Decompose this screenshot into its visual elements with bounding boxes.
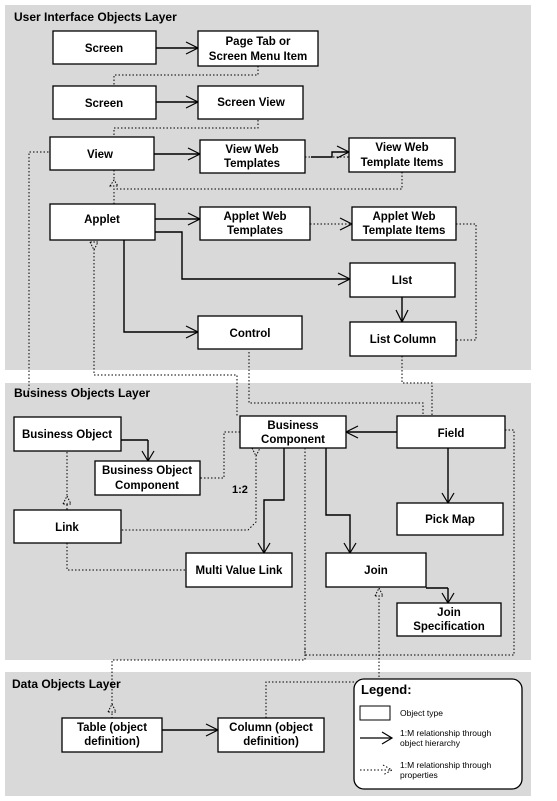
screen-view-box[interactable] [197, 85, 304, 120]
applet-box[interactable] [49, 203, 156, 241]
box-layer [13, 30, 506, 753]
business-object-component-label-2: Component [115, 480, 179, 492]
hierarchy-relationships [121, 47, 449, 731]
view-web-template-items-label-1: View Web [375, 142, 428, 154]
legend: Legend: Object type 1:M relationship thr… [353, 678, 523, 790]
applet-web-templates-label-1: Applet Web [223, 211, 286, 223]
applet-web-template-items-label-1: Applet Web [372, 211, 435, 223]
legend-properties-text-2: properties [400, 770, 438, 780]
view-web-templates-label-2: Templates [224, 158, 280, 170]
column-label-2: definition) [243, 736, 299, 748]
property-endpoints [62, 179, 384, 713]
view-box[interactable] [49, 136, 155, 171]
page-tab-label-1: Page Tab or [226, 36, 291, 48]
screen-label: Screen [85, 43, 123, 55]
pick-map-label: Pick Map [425, 514, 475, 526]
business-object-component-label-1: Business Object [102, 465, 192, 477]
applet-web-template-items-box[interactable] [351, 206, 457, 241]
business-component-label-1: Business [267, 420, 318, 432]
field-box[interactable] [396, 415, 506, 449]
business-layer-title: Business Objects Layer [14, 386, 150, 400]
pick-map-box[interactable] [396, 502, 504, 536]
list-column-label: List Column [370, 334, 436, 346]
applet-web-templates-box[interactable] [199, 206, 311, 241]
data-layer-title: Data Objects Layer [12, 677, 121, 691]
join-box[interactable] [325, 552, 427, 588]
box-labels: Screen Page Tab or Screen Menu Item Scre… [22, 36, 485, 748]
list-label: LIst [392, 275, 413, 287]
link-box[interactable] [13, 509, 122, 544]
column-box[interactable] [217, 717, 325, 753]
join-specification-box[interactable] [396, 602, 502, 637]
page-tab-box[interactable] [197, 30, 319, 67]
column-label-1: Column (object [229, 722, 313, 734]
business-object-component-box[interactable] [94, 460, 201, 496]
join-label: Join [364, 565, 388, 577]
applet-web-templates-label-2: Templates [227, 225, 283, 237]
screen-view-label: Screen View [217, 97, 285, 109]
business-component-label-2: Component [261, 434, 325, 446]
legend-object-type-text: Object type [400, 708, 443, 718]
multi-value-link-box[interactable] [185, 552, 293, 588]
control-label: Control [230, 328, 271, 340]
screen-box-2[interactable] [52, 85, 157, 120]
legend-hierarchy-text-2: object hierarchy [400, 738, 461, 748]
list-column-box[interactable] [349, 321, 457, 357]
applet-web-template-items-label-2: Template Items [363, 225, 446, 237]
legend-title: Legend: [361, 682, 412, 697]
link-label: Link [55, 522, 79, 534]
ui-layer-title: User Interface Objects Layer [14, 10, 177, 24]
view-web-templates-box[interactable] [199, 139, 306, 174]
applet-label: Applet [84, 214, 120, 226]
business-object-box[interactable] [13, 416, 122, 452]
table-label-2: definition) [84, 736, 140, 748]
screen-box[interactable] [52, 30, 157, 65]
legend-properties-text-1: 1:M relationship through [400, 760, 491, 770]
table-box[interactable] [61, 717, 163, 753]
ratio-label: 1:2 [232, 484, 248, 496]
multi-value-link-label: Multi Value Link [196, 565, 284, 577]
property-relationships [28, 66, 515, 720]
legend-hierarchy-text-1: 1:M relationship through [400, 728, 491, 738]
view-web-templates-label-1: View Web [225, 144, 278, 156]
legend-frame [353, 678, 523, 790]
join-specification-label-2: Specification [413, 621, 485, 633]
business-component-box[interactable] [239, 415, 347, 449]
field-label: Field [438, 428, 465, 440]
business-object-label: Business Object [22, 429, 112, 441]
legend-hierarchy-symbol [360, 731, 394, 745]
screen-label-2: Screen [85, 98, 123, 110]
list-box[interactable] [349, 262, 456, 298]
control-box[interactable] [197, 315, 303, 350]
page-tab-label-2: Screen Menu Item [209, 51, 307, 63]
view-web-template-items-label-2: Template Items [361, 157, 444, 169]
join-specification-label-1: Join [437, 607, 461, 619]
view-label: View [87, 149, 113, 161]
table-label-1: Table (object [77, 722, 147, 734]
view-web-template-items-box[interactable] [348, 137, 456, 173]
legend-object-type-swatch [359, 705, 391, 721]
